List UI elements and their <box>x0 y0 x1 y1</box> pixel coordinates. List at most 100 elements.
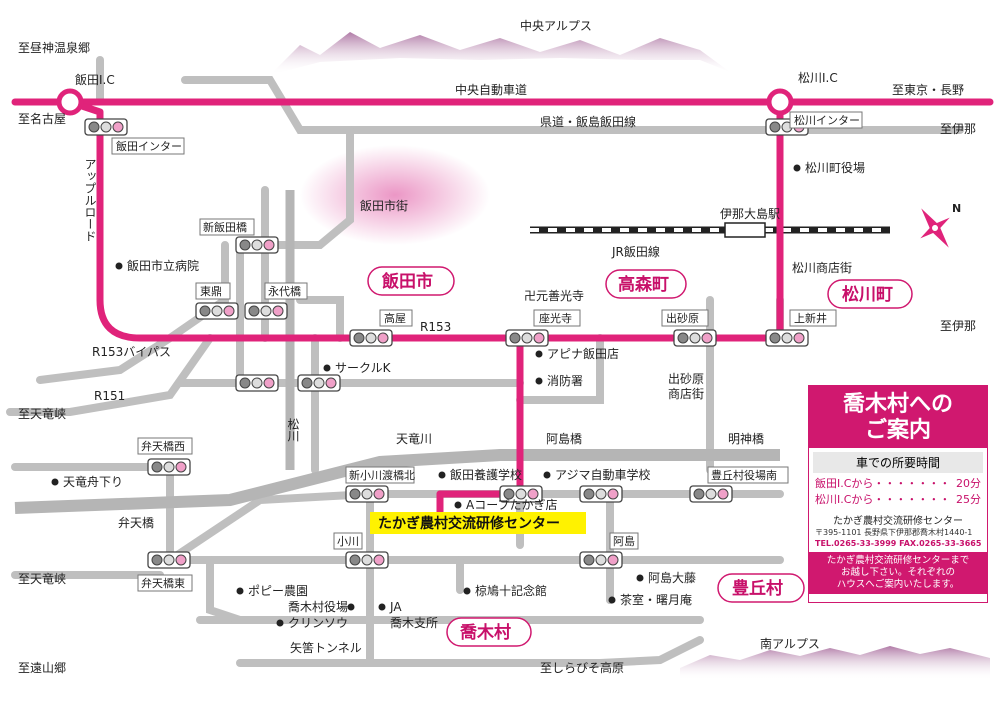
guide-address: 〒395-1101 長野県下伊那郡喬木村1440-1 <box>815 528 973 537</box>
traffic-signal-icon <box>345 551 389 569</box>
traffic-signal-icon <box>235 236 279 254</box>
place-ja-branch: 喬木支所 <box>390 616 438 630</box>
town-toyooka: 豊丘村 <box>732 578 783 599</box>
sign-iida-inter: 飯田インター <box>116 139 182 153</box>
sign-toyooka-yakuba: 豊丘村役場南 <box>711 468 777 482</box>
sign-shin-iidabashi: 新飯田橋 <box>203 220 247 234</box>
tenryu-river-label: 天竜川 <box>396 432 432 446</box>
place-fire-station: 消防署 <box>547 373 583 388</box>
town-takagi: 喬木村 <box>459 622 511 643</box>
guide-subtitle: 車での所要時間 <box>813 452 983 473</box>
compass-north: N <box>952 202 961 215</box>
guide-tel: TEL.0265-33-3999 FAX.0265-33-3665 <box>815 539 982 548</box>
place-apina: アピナ飯田店 <box>547 346 619 361</box>
place-circle-k: サークルK <box>335 361 392 375</box>
place-iida-hospital: 飯田市立病院 <box>127 258 199 273</box>
place-matsukawa-office: 松川町役場 <box>805 160 865 175</box>
apple-road-label: アップルロード <box>83 158 97 242</box>
traffic-signal-icon <box>765 329 809 347</box>
r153-bypass-label: R153バイパス <box>92 345 171 359</box>
places: 飯田市街 飯田市立病院 松川町役場 伊那大島駅 松川商店街 卍元善光寺 アピナ飯… <box>51 160 865 655</box>
traffic-signal-icon <box>244 302 288 320</box>
traffic-signal-icon <box>689 485 733 503</box>
iida-ic-label: 飯田I.C <box>75 72 115 87</box>
traffic-signal-icon <box>147 458 191 476</box>
traffic-signal-icon <box>505 329 549 347</box>
place-yakasa-tunnel: 矢筈トンネル <box>290 640 362 655</box>
place-clinsou: クリンソウ <box>288 616 348 630</box>
town-matsukawa: 松川町 <box>842 284 893 305</box>
sign-desagohara: 出砂原 <box>666 311 699 325</box>
sign-bentenbashi-nishi: 弁天橋西 <box>141 439 185 453</box>
dir-tenryukyo-2: 至天竜峡 <box>18 572 66 586</box>
traffic-signals <box>84 118 809 569</box>
compass-icon <box>920 208 950 248</box>
dir-tokyo: 至東京・長野 <box>892 83 964 97</box>
place-matsukawa-shotengai: 松川商店街 <box>792 260 852 275</box>
south-alps-label: 南アルプス <box>760 636 820 651</box>
roads <box>6 56 964 667</box>
place-desagohara-shotengai: 出砂原商店街 <box>668 372 704 401</box>
dir-tohyama: 至遠山郷 <box>18 661 66 675</box>
north-alps-label: 中央アルプス <box>520 18 592 33</box>
guide-panel: 喬木村へのご案内 車での所要時間 飯田I.Cから・・・・・・・20分 松川I.C… <box>808 385 988 603</box>
guide-center-name: たかぎ農村交流研修センター <box>833 516 963 527</box>
place-ja: JA <box>389 600 402 614</box>
place-mukuhato: 椋鳩十記念館 <box>475 583 547 598</box>
sign-bentenbashi-higashi: 弁天橋東 <box>141 576 185 590</box>
sign-kamishinden: 上新井 <box>794 311 827 325</box>
sign-higashi-kanae: 東鼎 <box>200 285 222 298</box>
place-center[interactable]: たかぎ農村交流研修センター <box>378 515 560 532</box>
south-alps <box>680 646 990 680</box>
place-tenryu-boat: 天竜舟下り <box>63 475 123 489</box>
traffic-signal-icon <box>345 485 389 503</box>
place-yogo-school: 飯田養護学校 <box>450 467 522 482</box>
dir-ina-2: 至伊那 <box>940 319 976 333</box>
traffic-signal-icon <box>235 374 279 392</box>
jr-label: JR飯田線 <box>611 244 660 259</box>
dir-shirabiso: 至しらびそ高原 <box>540 660 624 675</box>
sign-ogawa: 小川 <box>337 535 359 548</box>
town-takamori: 高森町 <box>618 274 669 295</box>
guide-title: 喬木村へのご案内 <box>809 386 987 448</box>
place-bentenbashi: 弁天橋 <box>118 515 154 530</box>
traffic-signal-icon <box>579 485 623 503</box>
matsukawa-ic-marker[interactable] <box>766 88 794 116</box>
traffic-signal-icon <box>297 374 341 392</box>
place-ajima-fuji: 阿島大藤 <box>648 570 696 585</box>
traffic-signal-icon <box>499 485 543 503</box>
traffic-signal-icon <box>195 302 239 320</box>
sign-zakoji: 座光寺 <box>539 311 572 325</box>
iida-city-area <box>300 145 490 245</box>
sign-matsukawa-inter: 松川インター <box>794 113 860 127</box>
place-ajima-driving: アジマ自動車学校 <box>555 467 651 482</box>
iida-ic-marker[interactable] <box>56 88 84 116</box>
sign-shinkogawa-kita: 新小川渡橋北 <box>349 468 415 482</box>
route-lines <box>11 98 994 522</box>
dir-hirugami: 至昼神温泉郷 <box>18 41 90 55</box>
traffic-signal-icon <box>673 329 717 347</box>
place-meijibashi: 明神橋 <box>728 432 764 446</box>
sign-ajima: 阿島 <box>613 534 635 548</box>
dir-tenryukyo-1: 至天竜峡 <box>18 407 66 421</box>
guide-title-line2: ご案内 <box>864 418 931 443</box>
place-chashitsu: 茶室・曙月庵 <box>620 592 692 607</box>
north-alps <box>270 32 730 75</box>
traffic-signal-icon <box>147 551 191 569</box>
jr-iida-line <box>530 222 890 238</box>
town-badges: 飯田市 高森町 松川町 喬木村 豊丘村 <box>367 266 913 647</box>
sign-takaya: 高屋 <box>384 311 406 325</box>
guide-footer: たかぎ農村交流研修センターまでお越し下さい。それぞれのハウスへご案内いたします。 <box>809 552 987 594</box>
center-highlight[interactable] <box>370 512 586 534</box>
dir-ina-1: 至伊那 <box>940 122 976 136</box>
sign-eidaibashi: 永代橋 <box>268 284 301 298</box>
guide-row-iida: 飯田I.Cから・・・・・・・20分 <box>815 477 981 490</box>
signal-labels: 飯田インター 松川インター 新飯田橋 東鼎 永代橋 高屋 座光寺 出砂原 上新井… <box>111 111 863 592</box>
place-ajimabashi: 阿島橋 <box>546 431 582 446</box>
place-takagi-office: 喬木村役場 <box>288 599 348 614</box>
r151-label: R151 <box>94 389 125 403</box>
place-poppy: ポピー農園 <box>248 584 308 598</box>
place-a-coop: Aコープたかぎ店 <box>466 498 558 512</box>
